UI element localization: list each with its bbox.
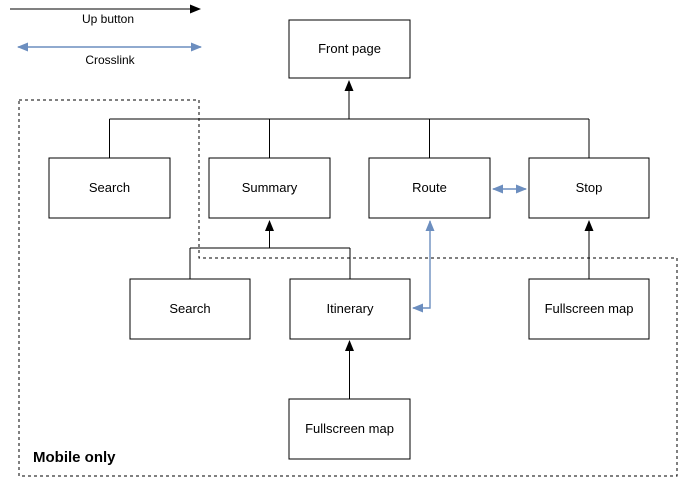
itinerary-box bbox=[289, 278, 411, 340]
node-summary: Summary bbox=[208, 157, 331, 219]
summary-box bbox=[208, 157, 331, 219]
node-route: Route bbox=[368, 157, 491, 219]
legend: Up button Crosslink bbox=[10, 4, 202, 67]
node-itinerary: Itinerary bbox=[289, 278, 411, 340]
fullscreen-map-itinerary-box bbox=[288, 398, 411, 460]
node-search-desktop: Search bbox=[48, 157, 171, 219]
route-label: Route bbox=[412, 180, 447, 195]
front-page-label: Front page bbox=[318, 41, 381, 56]
node-stop: Stop bbox=[528, 157, 650, 219]
mobile-only-region bbox=[18, 99, 678, 477]
route-box bbox=[368, 157, 491, 219]
front-page-box bbox=[288, 19, 411, 79]
search-desktop-label: Search bbox=[89, 180, 130, 195]
node-search-mobile: Search bbox=[129, 278, 251, 340]
itinerary-label: Itinerary bbox=[327, 301, 374, 316]
up-button-legend-label: Up button bbox=[82, 12, 134, 26]
crosslink-itinerary-route bbox=[412, 220, 435, 313]
stop-box bbox=[528, 157, 650, 219]
frontpage-children-links bbox=[109, 80, 590, 158]
stop-label: Stop bbox=[576, 180, 603, 195]
node-front-page: Front page bbox=[288, 19, 411, 79]
fullscreen-map-stop-box bbox=[528, 278, 650, 340]
search-desktop-box bbox=[48, 157, 171, 219]
search-mobile-box bbox=[129, 278, 251, 340]
summary-children-links bbox=[189, 220, 351, 279]
node-fullscreen-map-stop: Fullscreen map bbox=[528, 278, 650, 340]
search-mobile-label: Search bbox=[169, 301, 210, 316]
fullscreen-map-itinerary-label: Fullscreen map bbox=[305, 421, 394, 436]
node-fullscreen-map-itinerary: Fullscreen map bbox=[288, 398, 411, 460]
crosslink-legend-label: Crosslink bbox=[85, 53, 135, 67]
fullscreen-map-stop-label: Fullscreen map bbox=[545, 301, 634, 316]
summary-label: Summary bbox=[242, 180, 298, 195]
mobile-only-label: Mobile only bbox=[33, 449, 116, 466]
